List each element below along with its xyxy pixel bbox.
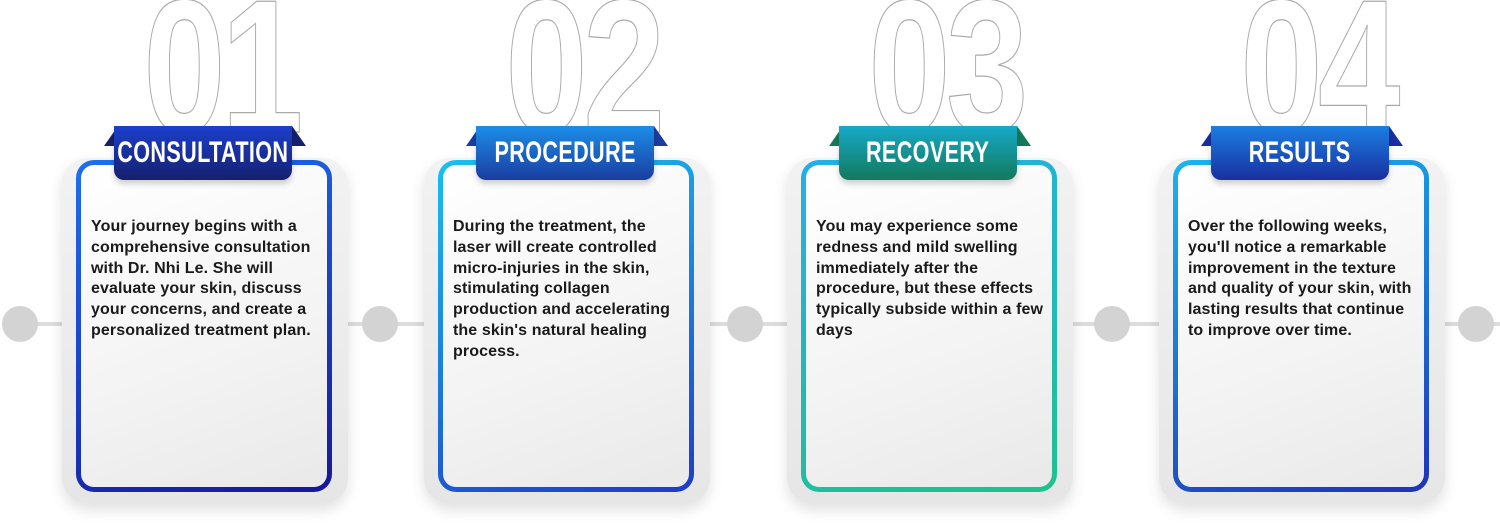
connector-node: [2, 306, 38, 342]
step-description: During the treatment, the laser will cre…: [453, 218, 670, 360]
banner-fold: [1389, 126, 1403, 146]
step-title: PROCEDURE: [494, 136, 636, 169]
connector-node: [1458, 306, 1494, 342]
connector-node: [727, 306, 763, 342]
step-card: Over the following weeks, you'll notice …: [1173, 160, 1429, 492]
step-description: Over the following weeks, you'll notice …: [1188, 218, 1412, 339]
step-card: During the treatment, the laser will cre…: [438, 160, 694, 492]
step-banner: RECOVERY: [839, 126, 1017, 180]
step-banner: RESULTS: [1211, 126, 1389, 180]
connector-node: [1094, 306, 1130, 342]
connector-line: [20, 322, 82, 326]
step-description: Your journey begins with a comprehensive…: [91, 218, 311, 339]
step-results: 04 Over the following weeks, you'll noti…: [1159, 0, 1463, 528]
banner-fold: [1017, 126, 1031, 146]
step-title: RECOVERY: [866, 136, 990, 169]
step-banner: CONSULTATION: [114, 126, 292, 180]
banner-fold: [292, 126, 306, 146]
step-title: RESULTS: [1249, 136, 1351, 169]
step-banner: PROCEDURE: [476, 126, 654, 180]
step-card: You may experience some redness and mild…: [801, 160, 1057, 492]
step-description: You may experience some redness and mild…: [816, 218, 1044, 339]
banner-fold: [654, 126, 668, 146]
step-recovery: 03 You may experience some redness and m…: [787, 0, 1091, 528]
step-card: Your journey begins with a comprehensive…: [76, 160, 332, 492]
connector-node: [362, 306, 398, 342]
step-title: CONSULTATION: [117, 136, 289, 169]
step-procedure: 02 During the treatment, the laser will …: [424, 0, 728, 528]
step-consultation: 01 Your journey begins with a comprehens…: [62, 0, 366, 528]
